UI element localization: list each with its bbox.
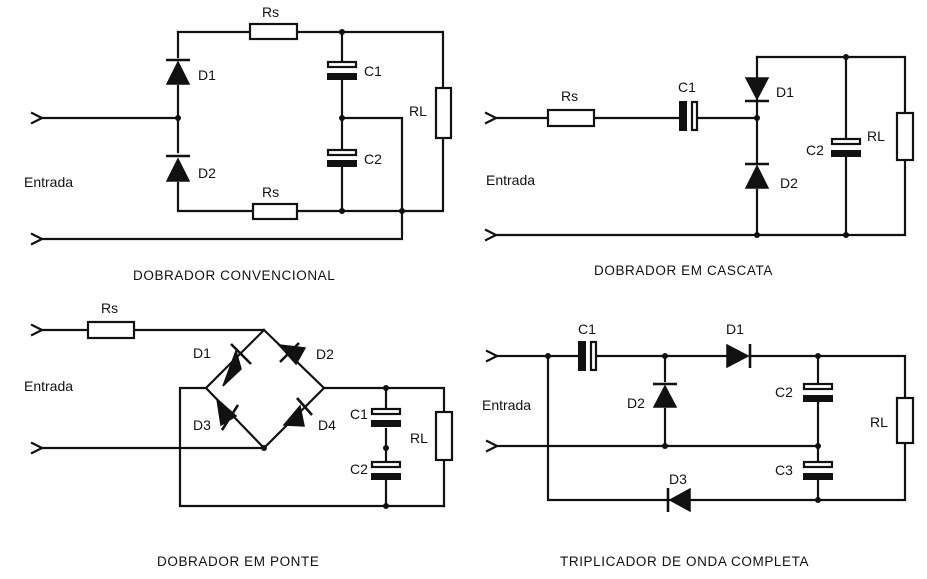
caption-triplicador-de-onda-completa: TRIPLICADOR DE ONDA COMPLETA <box>560 554 809 569</box>
input-terminal-bottom <box>484 228 499 242</box>
junction-dot <box>383 445 389 451</box>
label-d2: D2 <box>627 395 645 411</box>
label-c2: C2 <box>350 461 368 477</box>
label-rl: RL <box>409 103 427 119</box>
resistor-rl <box>434 86 453 140</box>
input-label: Entrada <box>24 378 73 394</box>
capacitor-c2 <box>370 460 402 480</box>
caption-dobrador-convencional: DOBRADOR CONVENCIONAL <box>133 268 335 283</box>
label-d2: D2 <box>780 175 798 191</box>
junction-dot <box>261 445 267 451</box>
junction-dot <box>815 443 821 449</box>
junction-dot <box>754 232 760 238</box>
label-c1: C1 <box>350 406 368 422</box>
diode-d2 <box>652 382 678 408</box>
input-terminal-top <box>484 111 499 125</box>
label-rs-bottom: Rs <box>262 184 279 200</box>
label-c1: C1 <box>578 321 596 337</box>
junction-dot <box>662 353 668 359</box>
label-rl: RL <box>870 414 888 430</box>
capacitor-c1 <box>370 407 402 427</box>
label-d1: D1 <box>776 84 794 100</box>
diode-d1 <box>165 58 191 85</box>
junction-dot <box>662 443 668 449</box>
junction-dot <box>843 54 849 60</box>
junction-dot <box>339 115 345 121</box>
input-terminal-top <box>485 349 500 363</box>
label-c3: C3 <box>775 462 793 478</box>
label-rl: RL <box>410 430 428 446</box>
junction-dot <box>843 232 849 238</box>
label-d3: D3 <box>193 417 211 433</box>
input-terminal-top <box>30 111 45 125</box>
junction-dot <box>339 29 345 35</box>
diode-d3 <box>215 397 240 431</box>
label-d1: D1 <box>198 67 216 83</box>
label-d2: D2 <box>316 346 334 362</box>
junction-dot <box>383 385 389 391</box>
circuit-triplicador-de-onda-completa: C1 D1 D2 D3 C2 C3 RL Entrada TRIPLICADOR… <box>482 321 915 569</box>
capacitor-c1 <box>578 340 598 372</box>
diode-d4 <box>282 397 313 427</box>
label-c1: C1 <box>678 79 696 95</box>
label-d1: D1 <box>726 321 744 337</box>
label-d4: D4 <box>318 417 336 433</box>
capacitor-c2 <box>830 137 862 157</box>
label-rl: RL <box>867 128 885 144</box>
resistor-rs <box>86 320 136 340</box>
wires-cascata <box>494 55 907 237</box>
label-c2: C2 <box>775 384 793 400</box>
resistor-rs-top <box>248 22 299 41</box>
junction-dot <box>815 353 821 359</box>
capacitor-c2 <box>802 382 834 402</box>
diode-d2 <box>744 162 770 189</box>
label-rs: Rs <box>561 88 578 104</box>
label-d1: D1 <box>193 345 211 361</box>
diode-d1 <box>744 77 770 103</box>
diode-d1 <box>222 343 252 387</box>
resistor-rs-bottom <box>251 202 299 221</box>
capacitor-c2 <box>326 148 358 167</box>
diode-d2 <box>165 154 191 182</box>
caption-dobrador-em-cascata: DOBRADOR EM CASCATA <box>594 263 773 278</box>
junction-dot <box>383 503 389 509</box>
label-c2: C2 <box>364 151 382 167</box>
label-rs: Rs <box>101 300 118 316</box>
caption-dobrador-em-ponte: DOBRADOR EM PONTE <box>157 554 319 569</box>
input-label: Entrada <box>486 172 535 188</box>
capacitor-c3 <box>802 460 834 480</box>
label-d2: D2 <box>198 165 216 181</box>
resistor-rl <box>895 111 915 162</box>
label-rs-top: Rs <box>262 4 279 20</box>
junction-dot <box>545 353 551 359</box>
junction-dot <box>754 115 760 121</box>
circuit-dobrador-em-cascata: Rs C1 D1 D2 C2 RL Entrada DOBRADOR EM CA… <box>484 54 915 278</box>
wires-triplicador <box>495 354 907 502</box>
junction-dot <box>815 497 821 503</box>
label-c2: C2 <box>806 142 824 158</box>
circuit-dobrador-em-ponte: Rs D1 D2 D3 D4 C1 C2 RL Entrada DOBRADOR… <box>24 300 454 569</box>
input-label: Entrada <box>482 397 531 413</box>
resistor-rl <box>895 396 915 445</box>
junction-dot <box>175 115 181 121</box>
input-terminal-bottom <box>30 441 45 455</box>
capacitor-c1 <box>326 60 358 80</box>
junction-dot <box>399 208 405 214</box>
label-d3: D3 <box>669 471 687 487</box>
diode-d3 <box>666 487 691 513</box>
input-terminal-bottom <box>485 439 500 453</box>
input-terminal-top <box>30 323 45 337</box>
diode-d1 <box>726 343 752 369</box>
resistor-rs <box>546 108 596 128</box>
wires-convencional <box>40 30 445 241</box>
diode-d2 <box>277 342 307 366</box>
label-c1: C1 <box>364 63 382 79</box>
resistor-rl <box>434 410 454 462</box>
input-label: Entrada <box>24 174 73 190</box>
junction-dot <box>339 208 345 214</box>
capacitor-c1 <box>679 100 699 132</box>
circuit-dobrador-convencional: Rs Rs D1 D2 C1 C2 RL Entrada DOBRADOR CO… <box>24 4 453 283</box>
input-terminal-bottom <box>30 232 45 246</box>
